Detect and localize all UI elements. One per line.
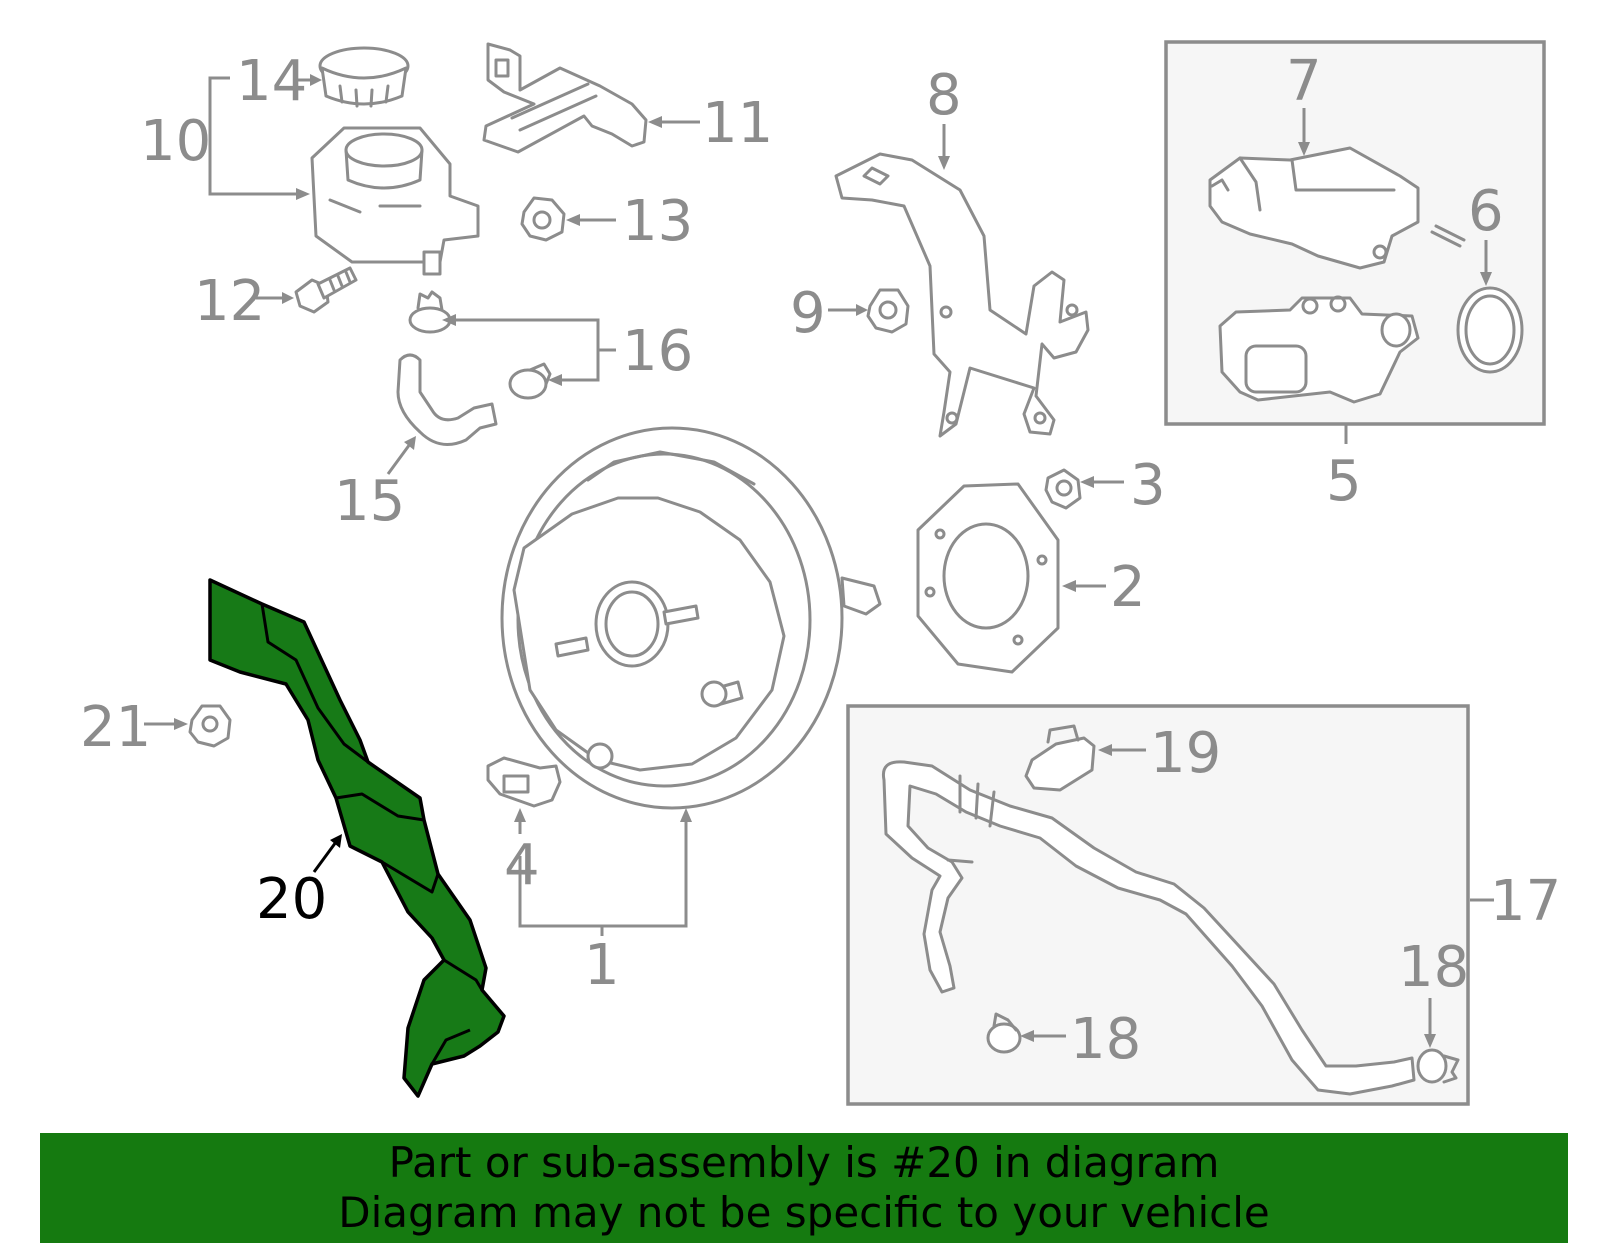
callout-18-right: 18: [1398, 935, 1469, 1000]
part-4-connector[interactable]: [486, 756, 562, 808]
callout-6: 6: [1468, 179, 1504, 244]
part-18-clamp-right[interactable]: [1416, 1048, 1460, 1084]
callout-11: 11: [702, 91, 773, 156]
callout-2: 2: [1110, 555, 1146, 620]
callout-17: 17: [1490, 869, 1561, 934]
callout-9: 9: [790, 281, 826, 346]
callout-21: 21: [80, 695, 151, 760]
part-18-clamp-left[interactable]: [986, 1012, 1022, 1054]
callout-16: 16: [622, 319, 693, 384]
part-2-gasket[interactable]: [916, 482, 1060, 674]
part-11-bracket[interactable]: [482, 42, 648, 154]
callout-20: 20: [256, 867, 327, 932]
callout-19: 19: [1150, 721, 1221, 786]
part-19-clip[interactable]: [1024, 724, 1096, 792]
callout-3: 3: [1130, 453, 1166, 518]
callout-7: 7: [1286, 49, 1322, 114]
part-21-nut[interactable]: [188, 704, 232, 748]
callout-1: 1: [584, 933, 620, 998]
part-8-bracket[interactable]: [834, 152, 1090, 438]
part-notice-banner: Part or sub-assembly is #20 in diagram D…: [40, 1133, 1568, 1243]
callout-14: 14: [236, 49, 307, 114]
part-20-shield-highlighted[interactable]: [208, 578, 506, 1098]
leader-lines: [144, 74, 1494, 1048]
callout-18-left: 18: [1070, 1007, 1141, 1072]
part-16-clamp-lower[interactable]: [508, 362, 552, 400]
part-1-brake-booster[interactable]: [500, 426, 882, 810]
part-16-clamp-upper[interactable]: [408, 290, 452, 334]
part-12-bolt[interactable]: [294, 266, 358, 314]
callout-12: 12: [194, 269, 265, 334]
part-17-hose-assembly[interactable]: [881, 760, 1416, 1096]
part-13-nut[interactable]: [520, 196, 566, 242]
banner-part-line: Part or sub-assembly is #20 in diagram: [388, 1138, 1220, 1187]
callout-13: 13: [622, 189, 693, 254]
part-5-master-cylinder[interactable]: [1218, 295, 1420, 404]
part-3-nut[interactable]: [1044, 468, 1082, 510]
part-14-reservoir-cap[interactable]: [318, 46, 410, 108]
part-10-reservoir[interactable]: [310, 126, 480, 276]
group-box-17: [846, 704, 1470, 1106]
banner-disclaimer-line: Diagram may not be specific to your vehi…: [338, 1188, 1270, 1237]
callout-10: 10: [140, 109, 211, 174]
callout-15: 15: [334, 469, 405, 534]
part-15-hose[interactable]: [396, 353, 498, 446]
callout-4: 4: [504, 833, 540, 898]
part-6-o-ring[interactable]: [1456, 286, 1524, 374]
part-5-pin[interactable]: [1430, 224, 1466, 248]
part-9-nut[interactable]: [866, 288, 910, 334]
callout-8: 8: [926, 63, 962, 128]
part-7-reservoir[interactable]: [1208, 146, 1420, 270]
callout-5: 5: [1326, 449, 1362, 514]
